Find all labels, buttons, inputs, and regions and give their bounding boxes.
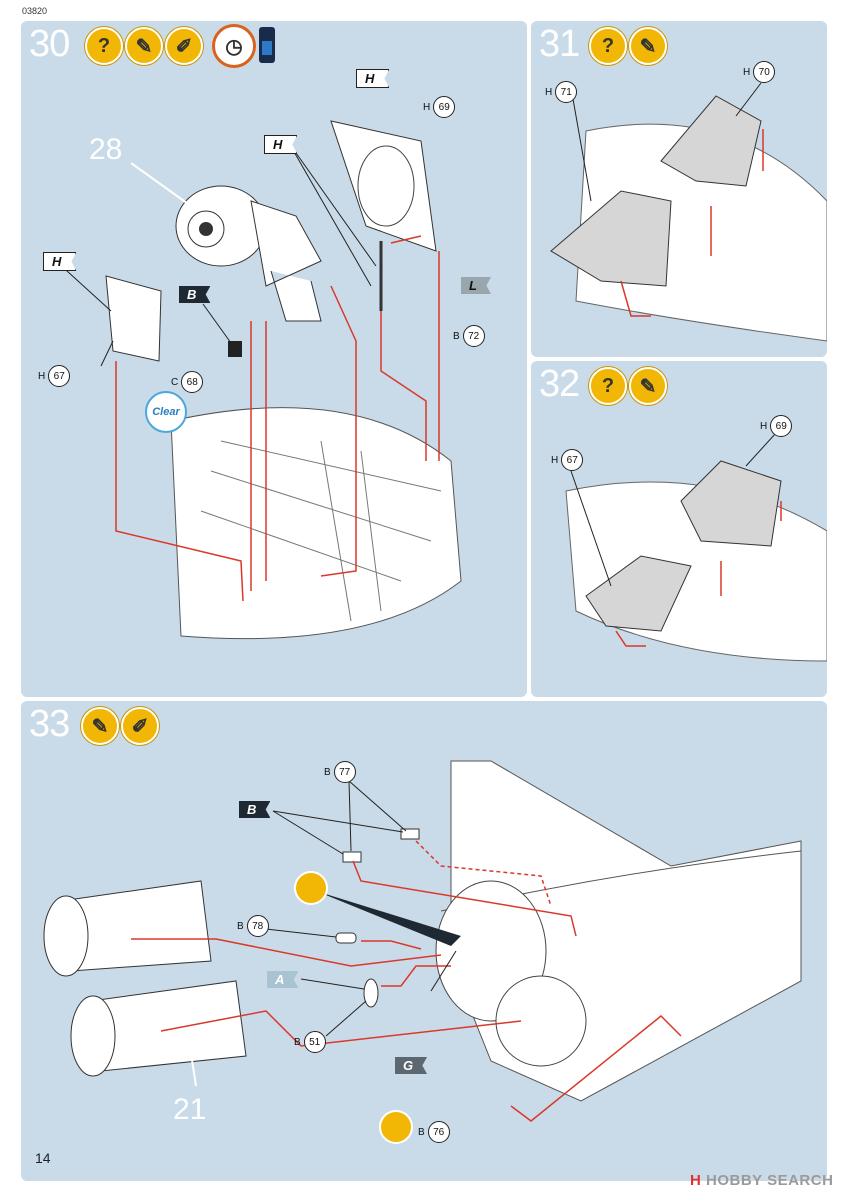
- callout-letter: B: [237, 920, 244, 932]
- part-callout-h69: H 69: [760, 415, 793, 437]
- question-icon: ?: [589, 367, 627, 405]
- part-callout-c68: C 68: [171, 371, 204, 393]
- callout-number: 68: [181, 371, 204, 393]
- clear-glue-bottle-icon: [259, 27, 275, 63]
- watermark-logo: H: [690, 1172, 702, 1189]
- callout-number: 76: [427, 1121, 450, 1143]
- glue-icon: ✎: [629, 367, 667, 405]
- part-callout-h67: H 67: [551, 449, 584, 471]
- part-callout-h71: H 71: [545, 81, 578, 103]
- callout-letter: H: [743, 66, 751, 78]
- step-number: 32: [539, 363, 580, 405]
- callout-letter: H: [760, 420, 768, 432]
- glue-icon: ✎: [81, 707, 119, 745]
- callout-number: 67: [48, 365, 71, 387]
- part-callout-h67: H 67: [38, 365, 71, 387]
- glue-icon: ✎: [629, 27, 667, 65]
- callout-letter: B: [324, 766, 331, 778]
- clear-badge: Clear: [145, 391, 187, 433]
- part-flag-h: H: [264, 135, 298, 154]
- callout-letter: H: [545, 86, 553, 98]
- page-number: 14: [35, 1150, 51, 1166]
- callout-number: 71: [555, 81, 578, 103]
- part-callout-b78: B 78: [237, 915, 269, 937]
- watermark-text: HOBBY SEARCH: [706, 1172, 834, 1189]
- part-callout-h69: H 69: [423, 96, 456, 118]
- callout-number: 78: [246, 915, 269, 937]
- part-flag-b: B: [239, 801, 271, 818]
- step-number: 31: [539, 23, 580, 65]
- glue-icon: ✎: [125, 27, 163, 65]
- callout-letter: B: [294, 1036, 301, 1048]
- callout-number: 69: [770, 415, 793, 437]
- part-label-28: 28: [89, 133, 123, 166]
- part-callout-b72: B 72: [453, 325, 485, 347]
- part-flag-l: L: [461, 277, 491, 294]
- part-callout-b77: B 77: [324, 761, 356, 783]
- step-31-illustration: [550, 82, 827, 342]
- step-30-illustration: [55, 120, 462, 640]
- question-icon: ?: [85, 27, 123, 65]
- step-30-panel: 30 ? ✎ ✐ ◷ 28 H: [21, 21, 527, 697]
- callout-number: 69: [433, 96, 456, 118]
- callout-letter: H: [551, 454, 559, 466]
- paint-brush-icon: ✐: [165, 27, 203, 65]
- callout-number: 77: [333, 761, 356, 783]
- part-callout-b51: B 51: [294, 1031, 326, 1053]
- callout-letter: H: [38, 370, 46, 382]
- part-flag-a: A: [267, 971, 299, 988]
- part-flag-h: H: [356, 69, 390, 88]
- callout-number: 72: [462, 325, 485, 347]
- paint-brush-icon: ✐: [121, 707, 159, 745]
- part-label-21: 21: [173, 1093, 207, 1126]
- callout-number: 70: [753, 61, 776, 83]
- question-icon: ?: [589, 27, 627, 65]
- callout-number: 51: [303, 1031, 326, 1053]
- step-33-illustration: [43, 760, 802, 1144]
- part-flag-h: H: [43, 252, 77, 271]
- step-number: 30: [29, 23, 70, 65]
- clock-icon: ◷: [215, 27, 253, 65]
- callout-letter: B: [418, 1126, 425, 1138]
- step-31-panel: 31 ? ✎ H 71 H 70: [531, 21, 827, 357]
- watermark: H HOBBY SEARCH: [690, 1172, 833, 1189]
- part-flag-g: G: [395, 1057, 428, 1074]
- document-code: 03820: [22, 6, 48, 16]
- step-33-panel: 33 ✎ ✐ 21: [21, 701, 827, 1181]
- step-32-illustration: [565, 432, 827, 662]
- callout-letter: H: [423, 101, 431, 113]
- callout-number: 67: [561, 449, 584, 471]
- part-callout-b76: B 76: [418, 1121, 450, 1143]
- part-flag-b: B: [179, 286, 211, 303]
- callout-letter: C: [171, 376, 179, 388]
- part-callout-h70: H 70: [743, 61, 776, 83]
- callout-letter: B: [453, 330, 460, 342]
- step-32-panel: 32 ? ✎ H 69 H 67: [531, 361, 827, 697]
- step-number: 33: [29, 703, 70, 745]
